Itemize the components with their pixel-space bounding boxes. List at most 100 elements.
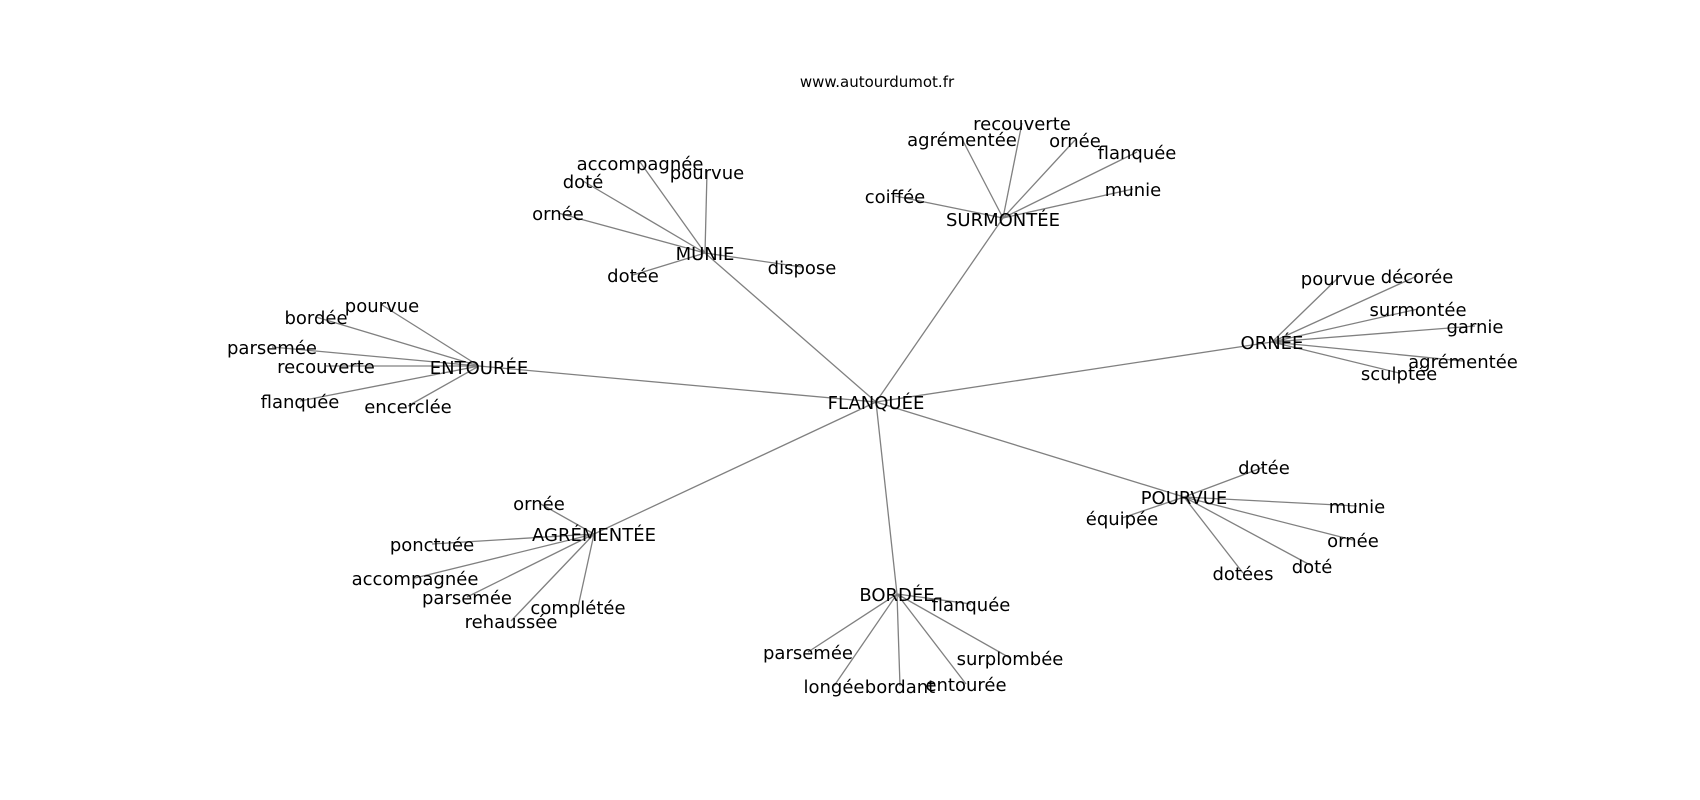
leaf-node-bordee-entouree[interactable]: entourée	[925, 675, 1006, 696]
leaf-node-ornee-decoree[interactable]: décorée	[1381, 267, 1454, 288]
leaf-node-entouree-bordee[interactable]: bordée	[284, 308, 347, 329]
leaf-node-bordee-bordant[interactable]: bordant	[865, 677, 935, 698]
edge-bordee-bordant	[896, 593, 901, 687]
edge-pourvue-dotee	[1183, 466, 1265, 498]
edge-surmontee-munie	[1002, 188, 1134, 219]
edge-surmontee-ornee	[1002, 139, 1076, 219]
leaf-node-surmontee-agrementee[interactable]: agrémentée	[907, 130, 1017, 151]
hub-node-munie[interactable]: MUNIE	[676, 244, 735, 265]
leaf-node-entouree-recouverte[interactable]: recouverte	[277, 357, 375, 378]
edge-entouree-flanquee	[299, 365, 480, 402]
leaf-node-pourvue-equipee[interactable]: équipée	[1086, 509, 1158, 530]
edge-center-surmontee	[875, 217, 1004, 403]
leaf-node-pourvue-munie[interactable]: munie	[1329, 497, 1385, 518]
leaf-node-ornee-sculptee[interactable]: sculptée	[1361, 364, 1437, 385]
leaf-node-bordee-flanquee[interactable]: flanquée	[932, 595, 1011, 616]
leaf-node-munie-pourvue[interactable]: pourvue	[670, 163, 744, 184]
edge-pourvue-munie	[1183, 496, 1358, 507]
edge-entouree-encerclee	[407, 365, 480, 407]
leaf-node-surmontee-recouverte[interactable]: recouverte	[973, 114, 1071, 135]
edge-pourvue-dote	[1183, 496, 1313, 567]
leaf-node-agrementee-parsemee[interactable]: parsemée	[422, 588, 512, 609]
edge-surmontee-agrementee	[961, 138, 1004, 219]
leaf-node-entouree-encerclee[interactable]: encerclée	[364, 397, 452, 418]
leaf-node-surmontee-flanquee[interactable]: flanquée	[1098, 143, 1177, 164]
edge-bordee-entouree	[896, 593, 967, 685]
edge-pourvue-dotees	[1183, 496, 1244, 574]
leaf-node-surmontee-munie[interactable]: munie	[1105, 180, 1161, 201]
edge-pourvue-ornee	[1183, 496, 1354, 541]
hub-node-ornee[interactable]: ORNÉE	[1241, 332, 1304, 354]
leaf-node-ornee-agrementee[interactable]: agrémentée	[1408, 352, 1518, 373]
leaf-node-pourvue-dotee[interactable]: dotée	[1238, 458, 1290, 479]
edge-ornee-surmontee	[1271, 308, 1419, 343]
leaf-node-agrementee-ornee[interactable]: ornée	[513, 494, 565, 515]
edge-bordee-longee	[833, 593, 898, 687]
leaf-node-agrementee-ponctuee[interactable]: ponctuée	[390, 535, 474, 556]
leaf-node-bordee-surplombee[interactable]: surplombée	[957, 649, 1064, 670]
edge-munie-dispose	[704, 252, 803, 268]
hub-node-surmontee[interactable]: SURMONTÉE	[946, 209, 1060, 231]
edge-agrementee-ornee	[538, 502, 595, 535]
leaf-node-pourvue-dote[interactable]: doté	[1292, 557, 1333, 578]
leaf-node-bordee-longee[interactable]: longée	[804, 677, 865, 698]
edge-center-munie	[704, 252, 877, 403]
edge-munie-dote	[582, 180, 706, 254]
edge-entouree-parsemee	[271, 346, 480, 367]
hub-node-entouree[interactable]: ENTOURÉE	[430, 357, 528, 379]
watermark: www.autourdumot.fr	[800, 73, 955, 91]
edge-surmontee-flanquee	[1002, 151, 1138, 219]
hub-node-pourvue[interactable]: POURVUE	[1141, 488, 1228, 509]
leaf-node-munie-ornee[interactable]: ornée	[532, 204, 584, 225]
leaf-node-agrementee-completee[interactable]: complétée	[530, 598, 625, 619]
edge-munie-ornee	[557, 212, 706, 254]
edge-surmontee-recouverte	[1002, 122, 1023, 219]
edge-agrementee-accompagnee	[414, 533, 595, 579]
edge-ornee-decoree	[1271, 275, 1418, 343]
edge-agrementee-completee	[577, 533, 595, 608]
edge-ornee-sculptee	[1271, 341, 1400, 374]
leaf-node-surmontee-ornee[interactable]: ornée	[1049, 131, 1101, 152]
edge-pourvue-equipee	[1121, 496, 1185, 519]
edge-munie-accompagnee	[639, 161, 706, 254]
leaf-node-pourvue-ornee[interactable]: ornée	[1327, 531, 1379, 552]
leaf-node-munie-accompagnee[interactable]: accompagnée	[577, 154, 704, 175]
edge-surmontee-coiffee	[894, 195, 1004, 219]
leaf-node-munie-dotee[interactable]: dotée	[607, 266, 659, 287]
edge-munie-dotee	[632, 252, 706, 276]
leaf-node-munie-dispose[interactable]: dispose	[768, 258, 837, 279]
edges	[271, 122, 1476, 687]
edge-center-entouree	[478, 365, 877, 403]
hub-node-agrementee[interactable]: AGRÉMENTÉE	[532, 524, 656, 546]
leaf-node-entouree-flanquee[interactable]: flanquée	[261, 392, 340, 413]
leaf-node-surmontee-coiffee[interactable]: coiffée	[865, 187, 925, 208]
edge-ornee-agrementee	[1271, 341, 1464, 362]
leaf-node-entouree-pourvue[interactable]: pourvue	[345, 296, 419, 317]
leaf-node-ornee-surmontee[interactable]: surmontée	[1369, 300, 1466, 321]
center-node-label[interactable]: FLANQUÉE	[828, 392, 925, 414]
edge-ornee-garnie	[1271, 325, 1476, 343]
leaf-node-munie-dote[interactable]: doté	[563, 172, 604, 193]
leaf-node-ornee-pourvue[interactable]: pourvue	[1301, 269, 1375, 290]
edge-bordee-parsemee	[807, 593, 898, 653]
edge-center-pourvue	[875, 401, 1185, 498]
hub-node-bordee[interactable]: BORDÉE	[859, 584, 934, 606]
edge-agrementee-ponctuee	[431, 533, 595, 545]
edge-bordee-surplombee	[896, 593, 1011, 659]
edge-agrementee-parsemee	[466, 533, 595, 598]
leaf-node-ornee-garnie[interactable]: garnie	[1446, 317, 1503, 338]
leaf-node-pourvue-dotees[interactable]: dotées	[1212, 564, 1273, 585]
edge-agrementee-rehaussee	[510, 533, 595, 622]
edge-ornee-pourvue	[1271, 277, 1339, 343]
leaf-node-entouree-parsemee[interactable]: parsemée	[227, 338, 317, 359]
edge-entouree-bordee	[315, 316, 480, 367]
edge-center-bordee	[875, 401, 898, 595]
leaf-node-agrementee-accompagnee[interactable]: accompagnée	[352, 569, 479, 590]
leaf-node-bordee-parsemee[interactable]: parsemée	[763, 643, 853, 664]
edge-bordee-flanquee	[896, 593, 972, 605]
edge-center-agrementee	[593, 401, 877, 535]
leaf-node-agrementee-rehaussee[interactable]: rehaussée	[465, 612, 558, 633]
edge-center-ornee	[875, 341, 1273, 403]
